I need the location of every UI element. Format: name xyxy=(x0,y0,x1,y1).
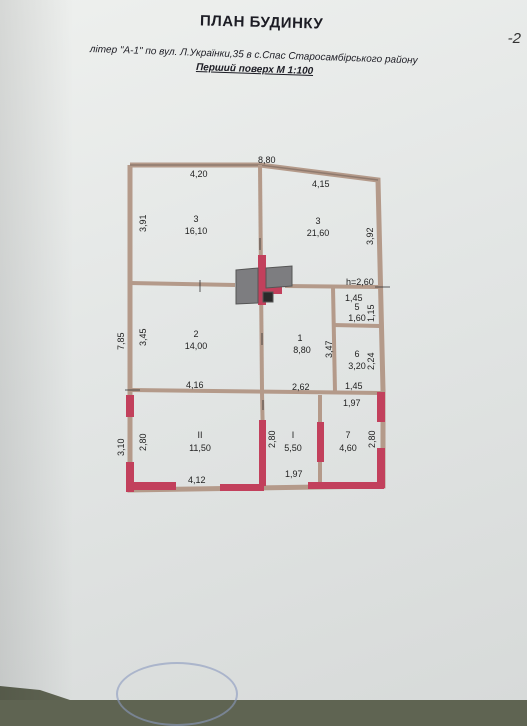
room-number: 2 xyxy=(193,329,198,339)
dim-bottom-center: 1,97 xyxy=(285,469,303,479)
dim-mid-right: 1,45 xyxy=(345,381,363,391)
room-number: 7 xyxy=(345,430,350,440)
dim-top-left: 4,20 xyxy=(190,169,208,179)
room-area: 1,60 xyxy=(348,313,366,323)
room-number: 3 xyxy=(315,216,320,226)
official-stamp xyxy=(116,662,238,726)
dim-lower-left-outer: 3,10 xyxy=(116,438,126,456)
dim-room1-height: 3,47 xyxy=(324,340,334,358)
dim-top-total: 8,80 xyxy=(258,155,276,165)
dim-room5-width: 1,45 xyxy=(345,293,363,303)
page-number: -2 xyxy=(507,30,521,47)
dim-height-mark: h=2,60 xyxy=(346,277,374,287)
room-number: 6 xyxy=(354,349,359,359)
dim-mid-center: 2,62 xyxy=(292,382,310,392)
room-area: 4,60 xyxy=(339,443,357,453)
dim-room5-height: 1,15 xyxy=(366,304,376,322)
room-number: 5 xyxy=(354,302,359,312)
room-number: 1 xyxy=(297,333,302,343)
room-area: 21,60 xyxy=(307,228,330,238)
room-area: 3,20 xyxy=(348,361,366,371)
room-area: 11,50 xyxy=(189,443,211,453)
dim-bottom-left: 4,12 xyxy=(188,475,206,485)
dim-left-upper: 3,91 xyxy=(138,214,148,232)
dim-right-upper: 3,92 xyxy=(365,227,375,245)
wall-segments xyxy=(126,255,385,492)
dim-room7-height: 2,80 xyxy=(367,430,377,448)
room-area: 14,00 xyxy=(185,341,208,351)
room-area: 16,10 xyxy=(185,226,208,236)
dim-top-right: 4,15 xyxy=(312,179,330,189)
floor-plan: 8,80 4,20 4,15 3,91 7,85 3,45 3,92 h=2,6… xyxy=(116,155,390,493)
dim-mid-left: 4,16 xyxy=(186,380,204,390)
dim-roomI-height: 2,80 xyxy=(267,430,277,448)
dim-room7-width: 1,97 xyxy=(343,398,361,408)
dimension-ticks xyxy=(125,238,390,410)
room-number: II xyxy=(197,430,202,440)
exterior-walls xyxy=(127,162,386,493)
dim-lower-left-inner: 2,80 xyxy=(138,433,148,451)
room-number: 3 xyxy=(193,214,198,224)
page-fold-shadow xyxy=(0,0,92,700)
room-number: I xyxy=(292,430,295,440)
dim-left-total: 7,85 xyxy=(116,332,126,350)
interior-walls xyxy=(129,164,384,489)
room-area: 8,80 xyxy=(293,345,311,355)
dim-left-middle: 3,45 xyxy=(138,328,148,346)
stove xyxy=(235,265,293,305)
dim-room6-height: 2,24 xyxy=(366,352,376,370)
room-area: 5,50 xyxy=(284,443,302,453)
